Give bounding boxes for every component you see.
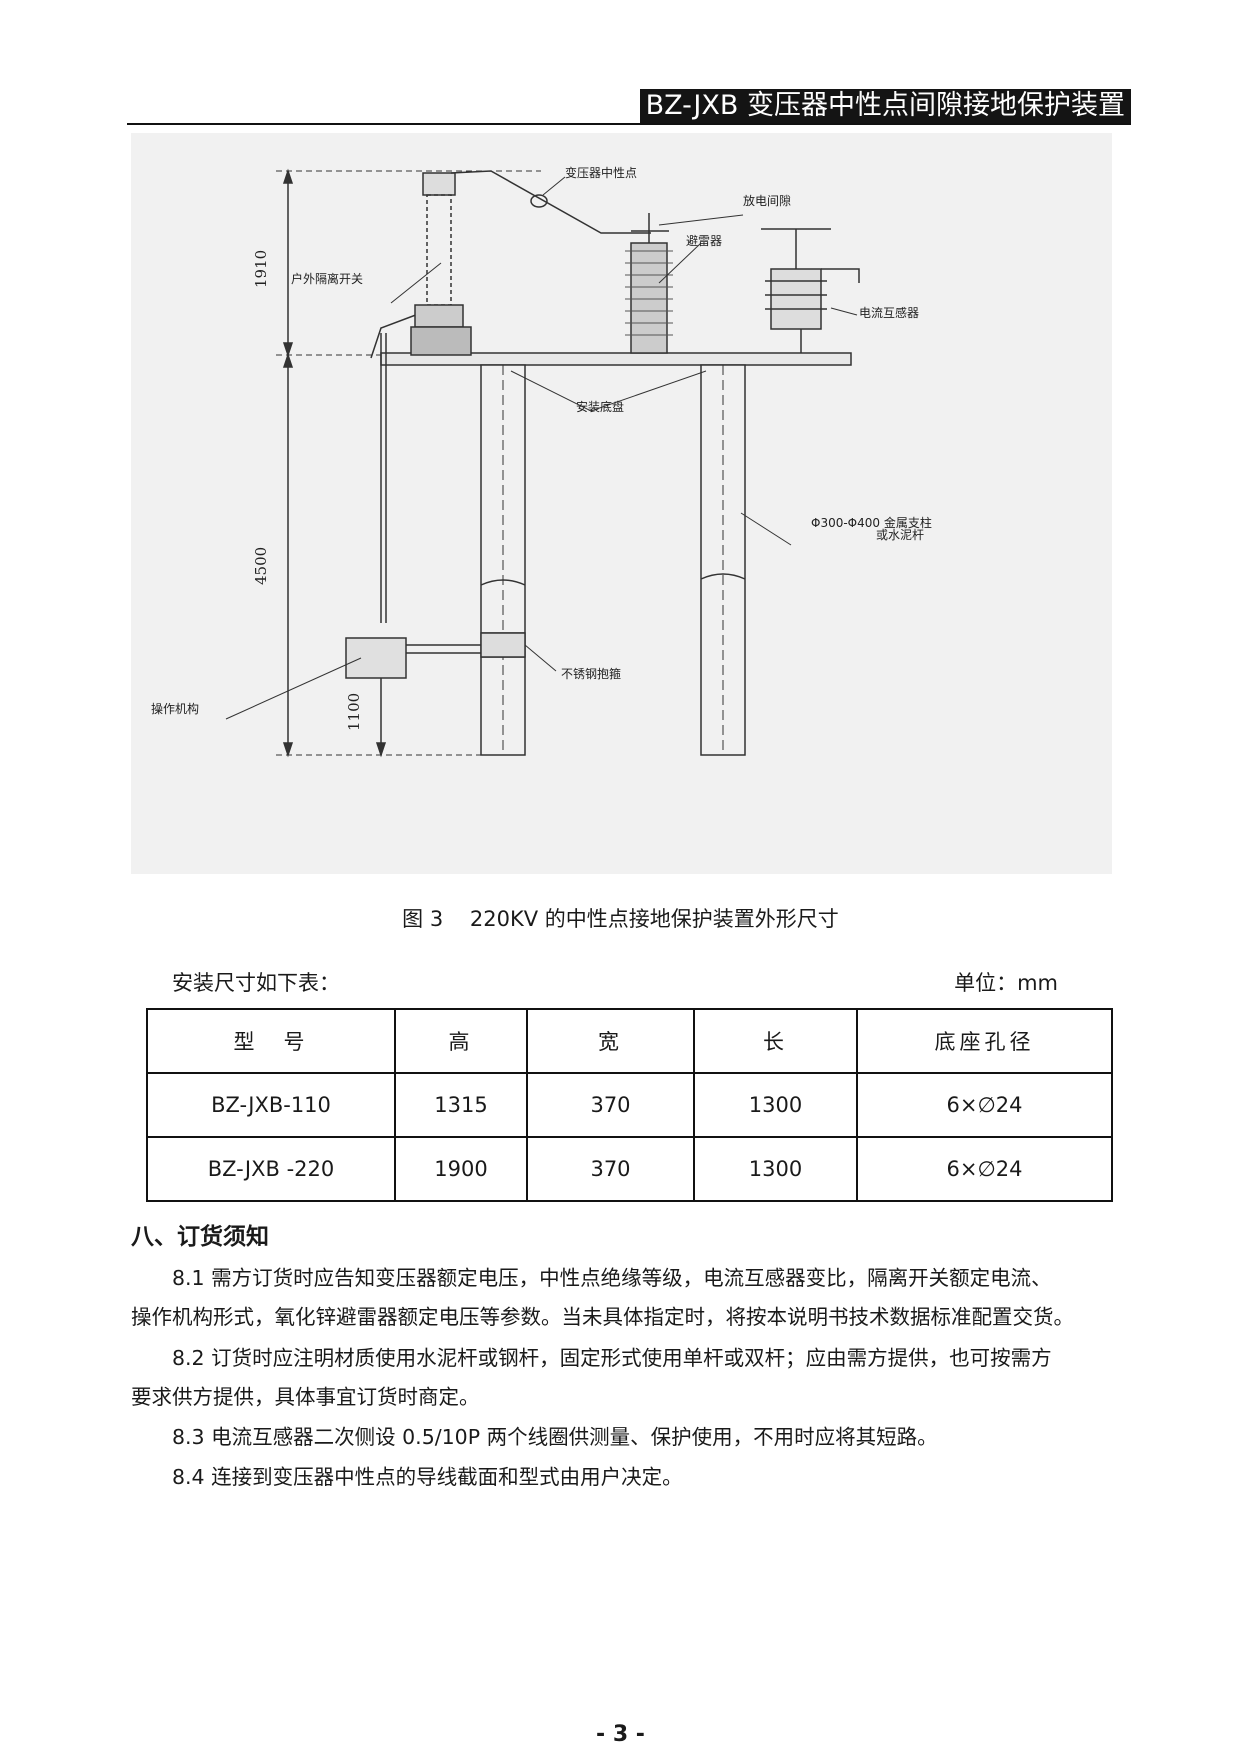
cell-model: BZ-JXB-110 [146,1072,396,1138]
label-arrester: 避雷器 [686,234,722,248]
isolating-switch [380,172,472,623]
cell-base-hole: 6×∅24 [856,1072,1113,1138]
figure-caption: 图 3 220KV 的中性点接地保护装置外形尺寸 [402,907,839,931]
label-ct: 电流互感器 [859,305,919,320]
label-discharge-gap: 放电间隙 [743,193,791,208]
cell-width: 370 [526,1136,695,1202]
cell-length: 1300 [693,1072,858,1138]
paragraph-8-2-line1: 8.2 订货时应注明材质使用水泥杆或钢杆，固定形式使用单杆或双杆；应由需方提供，… [172,1346,1052,1370]
cell-length: 1300 [693,1136,858,1202]
paragraph-8-4: 8.4 连接到变压器中性点的导线截面和型式由用户决定。 [172,1465,683,1489]
table-intro: 安装尺寸如下表： [172,971,340,995]
label-base-plate: 安装底盘 [576,399,624,414]
dimension-1910: 1910 [252,250,270,288]
installation-drawing: 变压器中性点 放电间隙 避雷器 户外隔离开关 电流互感器 安装底盘 Φ300-Φ… [131,133,1112,874]
cell-model: BZ-JXB -220 [146,1136,396,1202]
table-row: BZ-JXB-110 1315 370 1300 6×∅24 [146,1072,1113,1138]
label-clamp: 不锈钢抱箍 [561,666,621,681]
header-model: 型 号 [146,1008,396,1074]
label-mechanism: 操作机构 [151,701,199,716]
surge-arrester [625,213,673,354]
operating-mechanism [345,632,526,679]
pole-left [480,364,526,756]
label-neutral-point: 变压器中性点 [565,165,637,180]
header-rule [127,123,1131,125]
section-heading: 八、订货须知 [131,1224,269,1250]
header-height: 高 [394,1008,528,1074]
paragraph-8-2-line2: 要求供方提供，具体事宜订货时商定。 [131,1385,480,1409]
header-base-hole: 底座孔径 [856,1008,1113,1074]
label-outdoor-switch: 户外隔离开关 [291,271,363,286]
header-length: 长 [693,1008,858,1074]
current-transformer [761,228,860,353]
dimension-1100: 1100 [345,693,363,731]
cell-base-hole: 6×∅24 [856,1136,1113,1202]
table-row: BZ-JXB -220 1900 370 1300 6×∅24 [146,1136,1113,1202]
label-pole-line2: 或水泥杆 [876,528,924,542]
neutral-point-marker [530,194,548,208]
paragraph-8-1-line1: 8.1 需方订货时应告知变压器额定电压，中性点绝缘等级，电流互感器变比，隔离开关… [172,1266,1052,1290]
cell-height: 1315 [394,1072,528,1138]
installation-dimensions-table: 型 号 高 宽 长 底座孔径 BZ-JXB-110 1315 370 1300 … [146,1008,1113,1202]
pole-right [700,364,746,756]
header-width: 宽 [526,1008,695,1074]
document-header-title: BZ-JXB 变压器中性点间隙接地保护装置 [639,89,1131,123]
cell-width: 370 [526,1072,695,1138]
paragraph-8-1-line2: 操作机构形式，氧化锌避雷器额定电压等参数。当未具体指定时，将按本说明书技术数据标… [131,1305,1074,1329]
page-number: - 3 - [596,1722,645,1747]
table-header-row: 型 号 高 宽 长 底座孔径 [146,1008,1113,1074]
label-pole-line1: Φ300-Φ400 金属支柱 [811,515,932,530]
table-unit: 单位：mm [954,971,1058,995]
leader-lines [225,176,858,720]
cell-height: 1900 [394,1136,528,1202]
paragraph-8-3: 8.3 电流互感器二次侧设 0.5/10P 两个线圈供测量、保护使用，不用时应将… [172,1425,938,1449]
dimension-4500: 4500 [252,547,270,585]
neutral-lead [450,170,651,234]
